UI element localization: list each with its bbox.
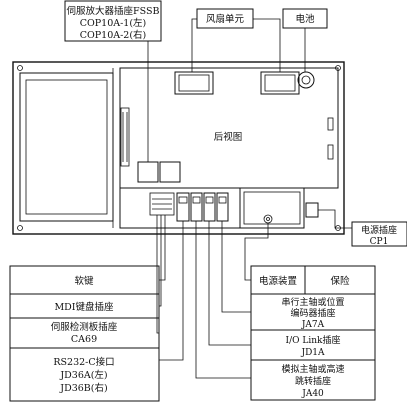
- fan-unit-label: 风扇单元: [206, 13, 245, 25]
- leader-soft-key: [159, 215, 166, 281]
- servo-amp-label: 伺服放大器插座FSSB: [67, 5, 160, 17]
- analog-spindle-label: 模拟主轴或高速: [281, 363, 344, 375]
- servo-amp-label-box: [64, 0, 162, 42]
- rear-view-title: 后视图: [214, 131, 243, 143]
- lcd-panel-inner: [25, 79, 108, 215]
- leader-fan-right: [253, 18, 281, 72]
- rs232-label: JD36A(左): [59, 369, 107, 381]
- mounting-hole: [335, 65, 341, 71]
- connector-pin-block: [218, 196, 227, 204]
- rear-cover: [119, 67, 339, 189]
- analog-spindle-connector: [190, 192, 203, 222]
- serial-spindle-connector: [216, 192, 229, 222]
- fan-unit-label-box: [196, 8, 254, 29]
- mdi-keyboard-label-box: [9, 293, 160, 319]
- fan-unit-right-inner: [264, 74, 296, 92]
- power-socket-label: 电源插座: [361, 224, 397, 236]
- servo-check-label: CA69: [71, 334, 97, 345]
- serial-spindle-label: 编码器插座: [290, 307, 335, 319]
- serial-spindle-label: JA7A: [301, 320, 325, 330]
- fan-unit-left: [174, 71, 214, 95]
- mdi-keyboard-label: MDI键盘插座: [54, 301, 114, 313]
- side-slot: [327, 117, 334, 131]
- power-device-label: 电源装置: [259, 275, 297, 287]
- mounting-hole: [17, 225, 23, 231]
- rs232-label-box: [9, 347, 160, 402]
- leader-fan-left: [191, 18, 197, 72]
- power-socket-cp1: [305, 202, 319, 218]
- leader-power-device: [244, 223, 269, 281]
- leader-rs232: [159, 221, 184, 361]
- servo-check-label-box: [9, 317, 160, 349]
- unit-outer-frame: [12, 61, 345, 235]
- io-link-connector: [203, 192, 216, 222]
- fuse-holder: [263, 214, 273, 224]
- mdi-soft-key-connectors: [149, 192, 175, 216]
- fuse-label: 保险: [330, 275, 350, 287]
- lcd-panel-area: [19, 72, 114, 222]
- fuse-holder-center: [266, 217, 270, 221]
- connector-pin-block: [205, 196, 214, 204]
- io-link-label: I/O Link插座: [286, 334, 341, 346]
- connector-pin-block: [178, 196, 188, 204]
- io-link-label: JD1A: [300, 348, 325, 358]
- serial-spindle-label: 串行主轴或位置: [281, 296, 344, 308]
- fan-unit-left-inner: [178, 74, 210, 92]
- analog-spindle-label: JA40: [301, 389, 324, 399]
- connector-pin-block: [192, 196, 201, 204]
- power-device-label-box: [250, 265, 306, 295]
- analog-spindle-label-box: [250, 359, 376, 401]
- fuse-label-box: [304, 265, 376, 295]
- io-link-label-box: [250, 329, 376, 361]
- soft-key-label: 软键: [74, 275, 94, 287]
- servo-amp-label: COP10A-1(左): [80, 17, 147, 29]
- power-socket-label-box: [351, 221, 407, 247]
- leader-io-link: [208, 221, 251, 346]
- battery-label: 电池: [295, 13, 315, 25]
- rs232-label: JD36B(右): [59, 382, 107, 394]
- leader-mdi-keyboard: [159, 215, 162, 307]
- power-supply-unit: [239, 187, 305, 229]
- soft-key-label-box: [9, 265, 160, 295]
- servo-check-label: 伺服检测板插座: [51, 321, 118, 333]
- leader-serial-spindle: [221, 221, 251, 313]
- leader-power-socket: [318, 209, 352, 229]
- battery-cell: [297, 71, 315, 89]
- leader-servo-check: [156, 215, 159, 334]
- soft-key-cable-slot: [120, 107, 130, 167]
- rs232-label: RS232-C接口: [53, 356, 114, 368]
- analog-spindle-label: 跳转插座: [295, 375, 331, 387]
- power-supply-inner: [243, 191, 301, 225]
- battery-cell-inner: [301, 75, 311, 85]
- servo-amp-label: COP10A-2(右): [80, 29, 147, 41]
- leader-analog-spindle: [195, 221, 251, 379]
- servo-amp-socket-left: [137, 161, 159, 183]
- power-socket-label: CP1: [370, 237, 389, 247]
- mounting-hole: [17, 65, 23, 71]
- side-slot: [327, 144, 334, 160]
- servo-amp-socket-right: [159, 161, 181, 183]
